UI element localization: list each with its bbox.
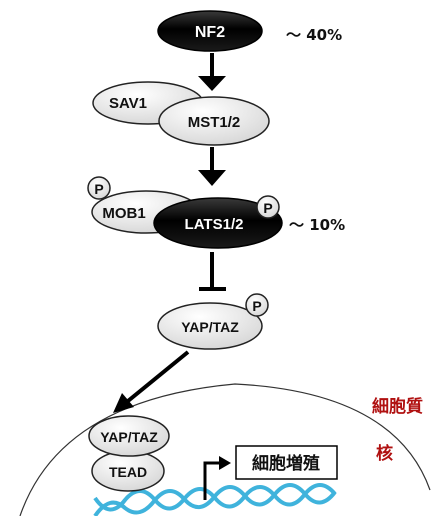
- transcription-arrow-head: [219, 456, 231, 470]
- nf2-node: [157, 10, 263, 52]
- nuclear-membrane: [19, 383, 431, 516]
- yap-phospho-badge: [245, 293, 269, 317]
- mob1-phospho-badge: [87, 176, 111, 200]
- transcription-arrow: [203, 461, 222, 500]
- arrow-yap-to-nucleus: [126, 350, 190, 403]
- yap-taz-nucleus-node: [88, 415, 170, 457]
- mob1-phospho-label: P: [94, 181, 103, 197]
- arrow-mst-to-lats: [198, 147, 226, 186]
- lats-frequency: ～ 10%: [289, 216, 345, 234]
- mob1-label: MOB1: [102, 205, 145, 222]
- arrow-nf2-to-mst: [198, 53, 226, 91]
- lats-phospho-badge: [256, 195, 280, 219]
- yap-taz-nucleus-label: YAP/TAZ: [100, 429, 158, 445]
- yap-taz-cytoplasm-label: YAP/TAZ: [181, 319, 239, 335]
- tead-label: TEAD: [109, 464, 147, 480]
- arrow-yap-to-nucleus-head: [113, 393, 134, 413]
- lats-node: [153, 197, 283, 249]
- target-gene-box: [235, 445, 338, 480]
- nf2-label: NF2: [195, 24, 225, 41]
- target-gene-label: 細胞増殖: [252, 453, 320, 474]
- cytoplasm-label: 細胞質: [372, 396, 423, 417]
- mst-label: MST1/2: [188, 114, 241, 131]
- lats-phospho-label: P: [263, 200, 272, 216]
- lats-label: LATS1/2: [185, 216, 244, 233]
- nucleus-label: 核: [376, 443, 393, 464]
- dna-helix: [93, 483, 337, 516]
- sav1-label: SAV1: [109, 95, 147, 112]
- nf2-frequency: ～ 40%: [286, 26, 342, 44]
- yap-taz-cytoplasm-node: [157, 302, 263, 350]
- mst-node: [158, 96, 270, 146]
- yap-phospho-label: P: [252, 298, 261, 314]
